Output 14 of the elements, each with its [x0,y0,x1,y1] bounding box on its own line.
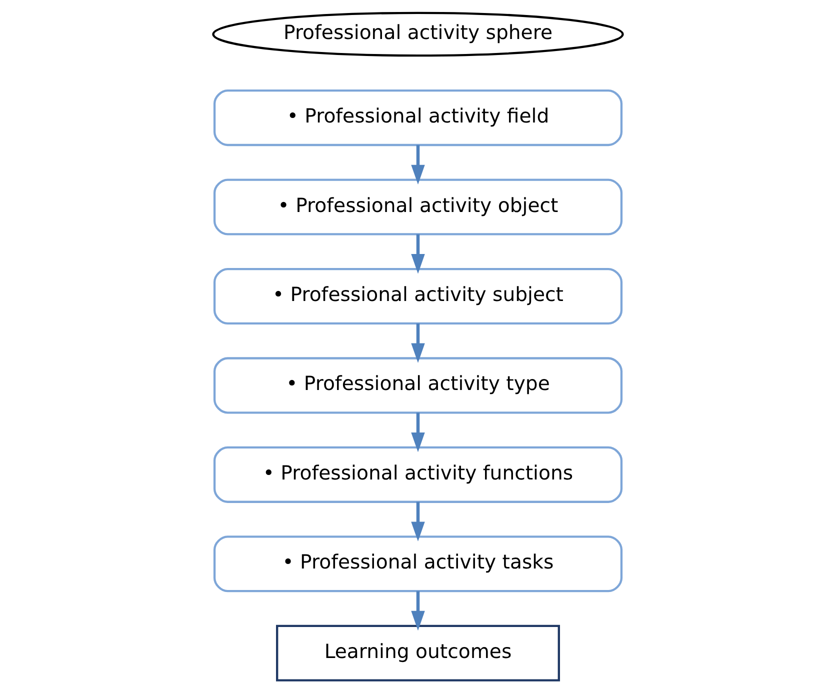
node-box: • Professional activity subject [213,268,623,325]
arrow [411,502,425,542]
node-box: • Professional activity tasks [213,536,623,592]
arrow [411,234,425,274]
node-box: Learning outcomes [276,624,560,682]
arrow [411,323,425,363]
node-box: • Professional activity field [213,90,623,146]
arrow [411,412,425,452]
node-box: • Professional activity type [213,357,623,414]
node-box: • Professional activity object [213,178,623,236]
arrow [411,591,425,631]
node-box: • Professional activity functions [213,446,623,503]
node-ellipse: Professional activity sphere [212,12,624,57]
arrow [411,145,425,184]
